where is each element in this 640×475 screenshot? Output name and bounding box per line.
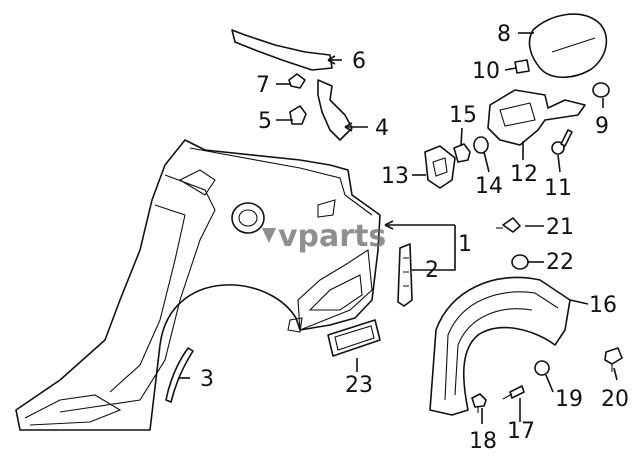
callout-8: 8 xyxy=(497,22,511,47)
callout-6: 6 xyxy=(352,49,366,74)
callout-15: 15 xyxy=(449,103,477,128)
part-22-grommet xyxy=(511,254,529,270)
part-20-clip xyxy=(604,347,623,372)
callout-17: 17 xyxy=(507,419,535,444)
part-17-bolt xyxy=(502,385,525,400)
part-7-clip xyxy=(288,73,306,89)
part-5-clip xyxy=(289,105,307,125)
part-2-bracket xyxy=(397,243,413,307)
callout-19: 19 xyxy=(555,387,583,412)
part-19-grommet xyxy=(534,360,550,376)
callout-22: 22 xyxy=(546,250,574,275)
part-11-screw xyxy=(551,129,573,155)
callout-16: 16 xyxy=(589,293,617,318)
part-23-pad xyxy=(327,319,381,357)
callout-10: 10 xyxy=(472,59,500,84)
part-4-reinforcement xyxy=(317,79,353,141)
callout-23: 23 xyxy=(345,373,373,398)
leader-lines xyxy=(178,32,618,424)
callout-11: 11 xyxy=(544,176,572,201)
callout-20: 20 xyxy=(601,387,629,412)
part-10-bumper xyxy=(514,59,530,74)
callout-18: 18 xyxy=(469,429,497,454)
part-6-upper-bracket xyxy=(231,29,333,71)
part-9-cap xyxy=(592,82,610,98)
callout-2: 2 xyxy=(425,258,439,283)
callout-1: 1 xyxy=(458,232,472,257)
fuel-door-opening xyxy=(231,202,265,234)
part-12-fuel-housing xyxy=(487,89,586,146)
part-16-wheel-liner xyxy=(429,276,571,416)
callout-9: 9 xyxy=(595,114,609,139)
part-8-fuel-door xyxy=(528,13,608,79)
watermark-text: vparts xyxy=(278,219,386,254)
callout-7: 7 xyxy=(256,73,270,98)
part-13-clip-housing xyxy=(424,145,456,189)
quarter-panel xyxy=(15,139,381,431)
callout-3: 3 xyxy=(200,367,214,392)
callout-14: 14 xyxy=(475,174,503,199)
callout-4: 4 xyxy=(375,116,389,141)
callout-12: 12 xyxy=(510,162,538,187)
part-21-clip xyxy=(496,217,521,233)
part-18-clip xyxy=(471,393,487,413)
watermark-logo: vparts xyxy=(262,219,386,254)
callout-numbers: 1 2 3 4 5 6 7 8 9 10 11 12 13 14 15 16 1… xyxy=(200,22,629,454)
part-3-arch-strip xyxy=(165,347,194,403)
callout-5: 5 xyxy=(258,109,272,134)
callout-21: 21 xyxy=(546,215,574,240)
quarter-panel-outline xyxy=(15,139,381,431)
part-14-grommet xyxy=(473,136,489,154)
part-15-clip xyxy=(453,143,471,163)
callout-13: 13 xyxy=(381,164,409,189)
